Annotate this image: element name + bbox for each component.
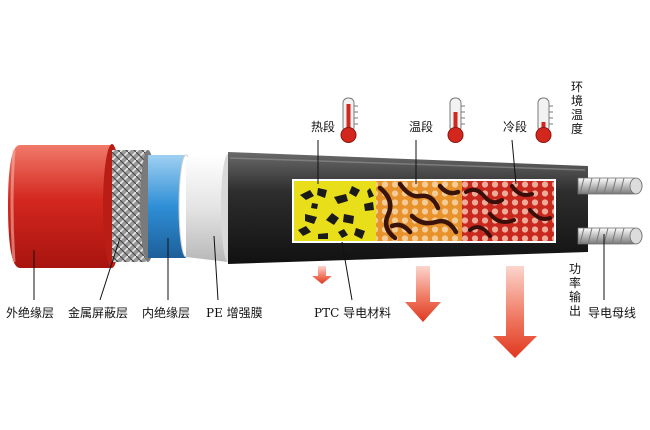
label-outer-insulation: 外绝缘层 bbox=[6, 306, 55, 320]
label-cold-zone: 冷段 bbox=[503, 120, 528, 134]
thermometer-icon bbox=[447, 97, 465, 143]
bus-wire-top bbox=[577, 177, 643, 195]
down-arrow-icon bbox=[493, 266, 537, 358]
label-pe-film: PE 增强膜 bbox=[206, 306, 263, 320]
label-power-output: 功率输出 bbox=[568, 262, 581, 318]
thermometer-icon bbox=[340, 97, 358, 143]
label-bus-wire: 导电母线 bbox=[588, 306, 637, 320]
label-hot-zone: 热段 bbox=[311, 120, 336, 134]
label-ptc-material: PTC 导电材料 bbox=[314, 306, 392, 320]
ptc-material-window bbox=[292, 179, 556, 243]
label-env-temperature: 环境温度 bbox=[570, 80, 583, 136]
label-metal-shield: 金属屏蔽层 bbox=[68, 306, 129, 320]
label-warm-zone: 温段 bbox=[409, 120, 434, 134]
down-arrow-icon bbox=[405, 266, 441, 322]
label-inner-insulation: 内绝缘层 bbox=[142, 306, 191, 320]
pe-film-layer bbox=[186, 154, 235, 262]
down-arrow-icon bbox=[312, 266, 332, 284]
thermometer-icon bbox=[535, 97, 553, 143]
outer-insulation-layer bbox=[8, 144, 121, 268]
leader-lines bbox=[33, 139, 605, 301]
bus-wire-bottom bbox=[577, 227, 643, 245]
